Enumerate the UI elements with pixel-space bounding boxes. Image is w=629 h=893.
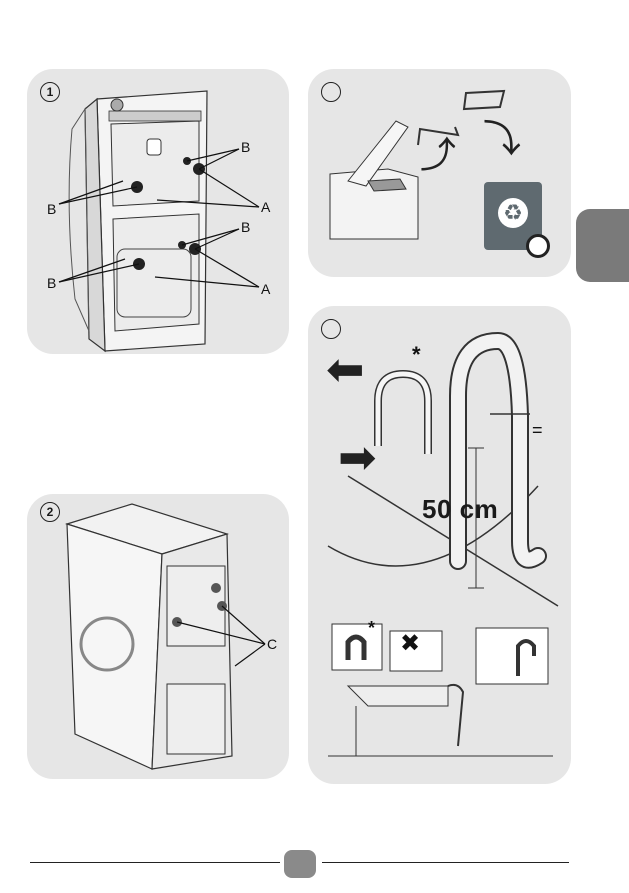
step-number-3 (321, 82, 341, 102)
cross-icon: ✖ (400, 632, 420, 656)
curved-arrow-icon: ⤴ (420, 137, 456, 173)
step2-panel: 2 C (27, 494, 289, 779)
language-tab (576, 209, 629, 282)
callout-a: A (261, 281, 270, 297)
callout-b: B (241, 219, 250, 235)
arrow-right-icon: ➡ (338, 434, 377, 480)
step1-panel: 1 B B A B B A (27, 69, 289, 354)
callout-b: B (47, 201, 56, 217)
step-number-1: 1 (40, 82, 60, 102)
footer-divider (322, 862, 569, 863)
callout-a: A (261, 199, 270, 215)
recycle-icon: ♻ (498, 198, 528, 228)
machine-rear-transport-bolts (27, 69, 289, 354)
asterisk-mark: * (368, 618, 375, 639)
arrow-left-icon: ⬅ (326, 346, 365, 392)
footer-divider (30, 862, 280, 863)
curved-arrow-icon: ⤵ (483, 121, 521, 159)
height-measurement: 50 cm (422, 494, 498, 525)
bin-wheel (526, 234, 550, 258)
callout-b: B (241, 139, 250, 155)
recycle-bin: ♻ (484, 182, 542, 250)
machine-rear-caps (27, 494, 289, 779)
callout-c: C (267, 636, 277, 652)
step4-panel: ⬅ ➡ * = 50 cm * ✖ (308, 306, 571, 784)
page-number (284, 850, 316, 878)
equal-sign: = (532, 420, 543, 441)
step-number-4 (321, 319, 341, 339)
step-number-2: 2 (40, 502, 60, 522)
asterisk-mark: * (412, 342, 421, 368)
callout-b: B (47, 275, 56, 291)
step3-panel: ⤴ ⤵ ♻ (308, 69, 571, 277)
